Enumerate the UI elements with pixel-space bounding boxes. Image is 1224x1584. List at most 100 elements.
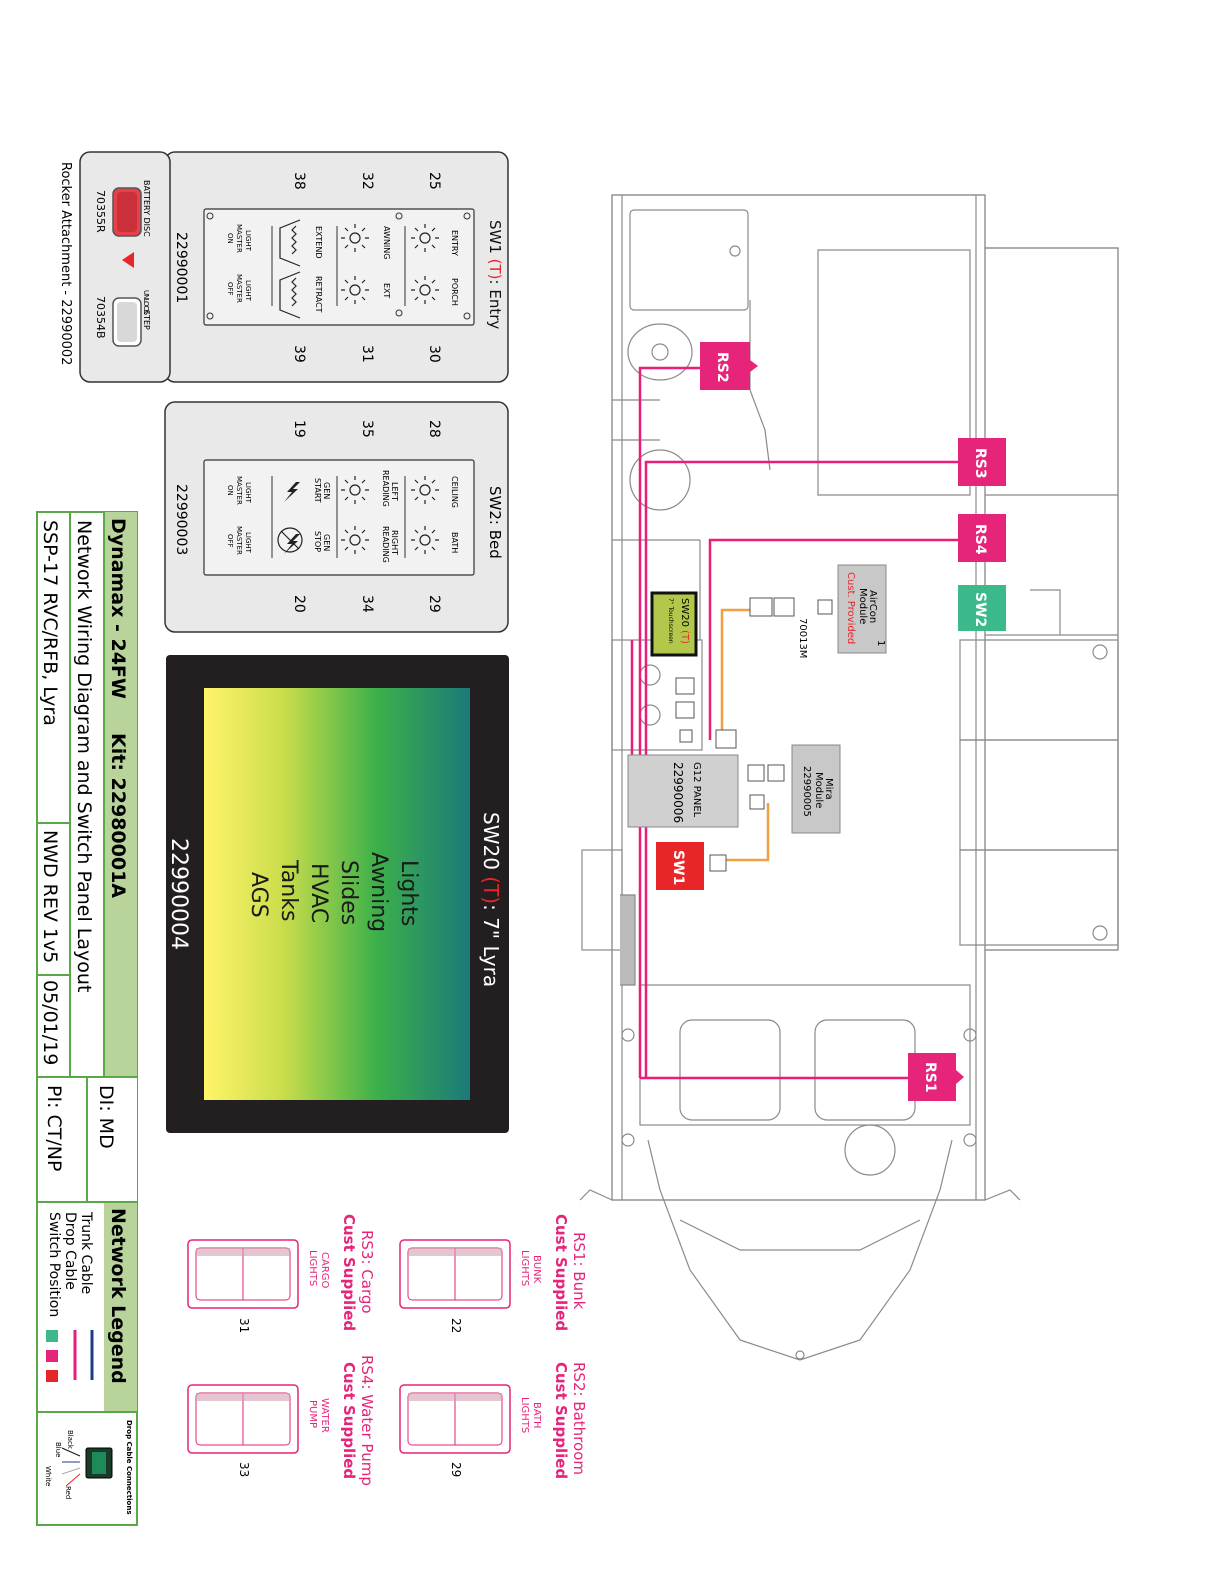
rs2-label-1: BATH — [531, 1402, 542, 1429]
title-description: Network Wiring Diagram and Switch Panel … — [73, 520, 95, 992]
sw1-tag-label: SW1 — [670, 850, 686, 885]
sw1-title-suffix: : Entry — [486, 280, 504, 330]
switch-red-swatch — [46, 1370, 58, 1382]
sw2-pos-28: 28 — [426, 420, 442, 438]
sw2-btn-ceiling: CEILING — [450, 476, 459, 508]
rs4-label-2: PUMP — [307, 1400, 318, 1428]
sw2-btn-gen-stop-1: GEN — [322, 534, 331, 551]
g12-panel: G12 PANEL 22990006 — [627, 754, 739, 828]
sw20-title: SW20 — [479, 812, 503, 876]
g12-part: 22990006 — [671, 762, 685, 823]
switch-pink-swatch — [46, 1350, 58, 1362]
drop-conn-black: Black — [66, 1430, 74, 1450]
rocker-caption: Rocker Attachment - 22990002 — [58, 162, 73, 365]
sw1-master-off-3: OFF — [226, 282, 234, 296]
sw2-tag-label: SW2 — [972, 592, 988, 627]
sw1-master-on-1: LIGHT — [244, 230, 252, 252]
title-rev: NWD REV 1v5 — [39, 830, 61, 963]
svg-text:SW20(T): SW20(T) — [679, 598, 690, 644]
sw2-btn-left-2: READING — [381, 470, 390, 507]
rs3-label-2: LIGHTS — [307, 1250, 318, 1286]
sw20-feature-awning: Awning — [366, 852, 391, 932]
rs3-label-1: CARGO — [319, 1252, 330, 1289]
light-icon — [341, 276, 369, 304]
svg-text:SW1 (T): Entry: SW1 (T): Entry — [486, 220, 504, 329]
slide-retract-icon — [279, 271, 301, 319]
sw1-pos-31: 31 — [359, 345, 375, 363]
legend-switch: Switch Position — [46, 1212, 62, 1317]
step-unlock: UNLOCK — [142, 290, 150, 314]
sw1-panel: SW1 (T): Entry 22990001 25 32 38 30 31 3… — [164, 151, 509, 383]
rs3-cust: Cust Supplied — [340, 1214, 358, 1331]
aircon-num: 1 — [875, 640, 886, 646]
rs1-tag-label: RS1 — [922, 1062, 938, 1093]
battery-disc-label: BATTERY DISC — [142, 180, 151, 237]
switch-green-swatch — [46, 1330, 58, 1342]
rs4-cust: Cust Supplied — [340, 1362, 358, 1479]
aircon-1: AirCon — [867, 590, 878, 623]
sw1-btn-ext: EXT — [382, 283, 391, 298]
rs3-title: RS3: Cargo — [358, 1230, 376, 1314]
sw1-master-off-2: MASTER — [235, 274, 243, 303]
svg-text:SW20 (T): 7" Lyra: SW20 (T): 7" Lyra — [479, 812, 503, 987]
aircon-cust: Cust. Provided — [845, 572, 856, 644]
rs3-pos: 31 — [237, 1318, 251, 1333]
sw20-box-t: (T) — [679, 630, 690, 644]
rs1-pos: 22 — [449, 1318, 463, 1333]
sw1-pos-39: 39 — [291, 345, 307, 363]
rs2-label-2: LIGHTS — [519, 1397, 530, 1433]
rs2-tag: RS2 — [700, 342, 758, 390]
sw2-pos-19: 19 — [291, 420, 307, 438]
sw2-pos-29: 29 — [426, 595, 442, 613]
sw20-lyra-panel: SW20 (T): 7" Lyra Lights Awning Slides H… — [166, 655, 509, 1133]
sw1-tag: SW1 — [656, 842, 704, 890]
rs4-pos: 33 — [237, 1462, 251, 1477]
generator-start-icon — [284, 482, 300, 502]
sw1-btn-retract: RETRACT — [314, 276, 323, 313]
rs2-cust: Cust Supplied — [552, 1362, 570, 1479]
title-system: SSP-17 RVC/RFB, Lyra — [39, 520, 61, 726]
sw2-pos-35: 35 — [359, 420, 375, 438]
sw2-pos-34: 34 — [359, 595, 375, 613]
sw20-feature-ags: AGS — [246, 872, 271, 918]
drop-conn-title: Drop Cable Connections — [125, 1420, 133, 1515]
sw2-master-on-2: MASTER — [235, 476, 243, 505]
sw20-box-2: 7" Touchscreen — [667, 598, 674, 644]
rs4-title: RS4: Water Pump — [358, 1355, 376, 1486]
title-date: 05/01/19 — [39, 980, 61, 1065]
sw2-btn-right-1: RIGHT — [390, 530, 399, 555]
sw20-feature-tanks: Tanks — [276, 859, 301, 921]
sw1-pos-25: 25 — [426, 172, 442, 190]
rs2-tag-label: RS2 — [714, 352, 730, 383]
sw2-pos-20: 20 — [291, 595, 307, 613]
sw20-part: 22990004 — [166, 838, 191, 950]
sw1-pos-30: 30 — [426, 345, 442, 363]
sw2-tag: SW2 — [958, 585, 1006, 631]
sw20-location-box: SW20(T) 7" Touchscreen — [650, 591, 698, 657]
rs1-cust: Cust Supplied — [552, 1214, 570, 1331]
legend-trunk: Trunk Cable — [78, 1211, 94, 1294]
sw2-btn-gen-start-1: GEN — [322, 482, 331, 499]
mira-2: Module — [813, 772, 824, 808]
step-label: STEP — [142, 310, 151, 330]
title-block: Dynamax - 24FW Kit: 22980001A Network Wi… — [36, 511, 138, 1526]
sw2-part: 22990003 — [173, 484, 189, 555]
sw1-title: SW1 — [486, 220, 504, 259]
legend-drop: Drop Cable — [62, 1212, 78, 1290]
sw2-btn-gen-start-2: START — [313, 478, 322, 503]
rs3-tag-label: RS3 — [972, 448, 988, 479]
sw20-feature-hvac: HVAC — [306, 863, 331, 923]
rs3-tag: RS3 — [958, 438, 1006, 486]
sw2-master-on-3: ON — [226, 485, 234, 496]
sw20-title-suffix: : 7" Lyra — [479, 904, 503, 987]
sw1-btn-porch: PORCH — [450, 278, 459, 306]
sw1-master-on-2: MASTER — [235, 224, 243, 253]
aircon-2: Module — [857, 588, 868, 624]
title-di: DI: MD — [95, 1085, 117, 1149]
mira-1: Mira — [823, 778, 834, 800]
title-pi: PI: CT/NP — [43, 1085, 65, 1171]
title-kit: Kit: 22980001A — [107, 733, 129, 898]
rocker-attachment: BATTERY DISC STEP UNLOCK 70355R 70354B R… — [58, 151, 171, 383]
rocker-left-part: 70355R — [94, 190, 107, 233]
sw2-btn-right-2: READING — [381, 526, 390, 563]
